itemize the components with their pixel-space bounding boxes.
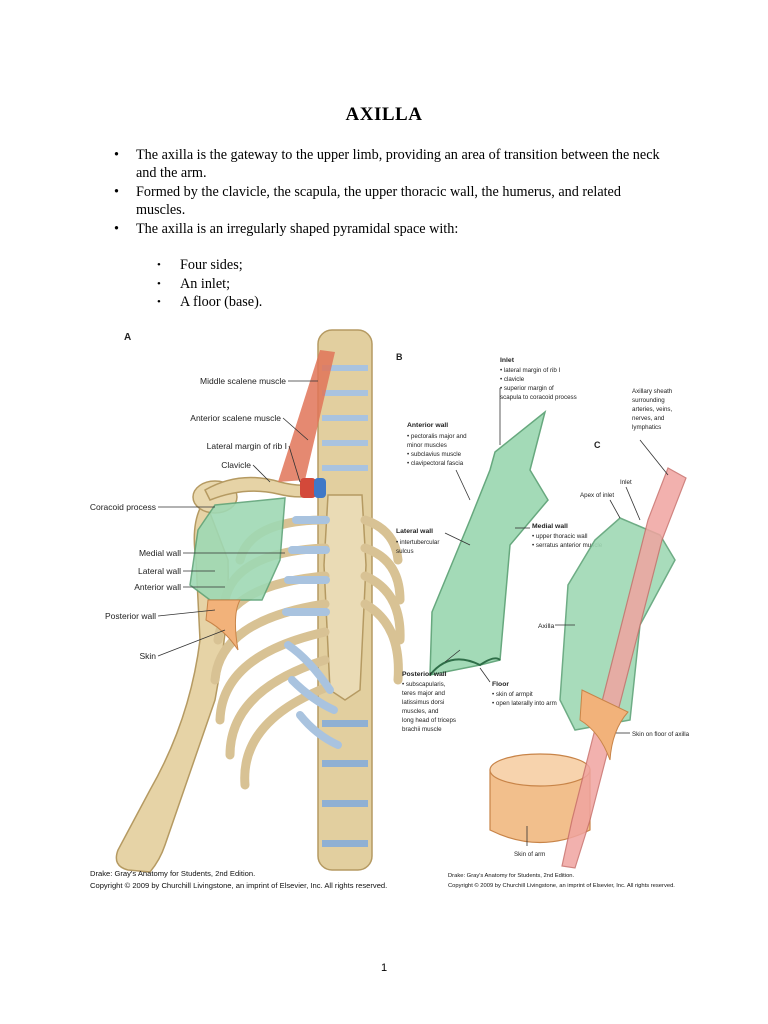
panel-c-illustration: C Axillary sheath surrounding arteries, … (448, 388, 690, 889)
medial-wall-item: • serratus anterior muscle (532, 542, 603, 549)
label-lateral-margin-rib: Lateral margin of rib I (207, 441, 287, 451)
floor-item: • open laterally into arm (492, 700, 557, 707)
sheath-label-line: Axillary sheath (632, 388, 673, 395)
label-clavicle: Clavicle (221, 460, 251, 470)
figure-a-caption-line2: Copyright © 2009 by Churchill Livingston… (90, 881, 387, 890)
label-skin: Skin (139, 651, 156, 661)
bullet-item: The axilla is an irregularly shaped pyra… (112, 220, 672, 238)
sheath-label-line: arteries, veins, (632, 406, 673, 413)
label-coracoid-process: Coracoid process (90, 502, 156, 512)
posterior-wall-item: teres major and (402, 690, 446, 697)
inlet-label-c: Inlet (620, 479, 632, 486)
sub-bullet-item: Four sides; (156, 256, 262, 275)
panel-b-illustration: B Inlet • lateral margin of rib I • clav… (396, 352, 603, 733)
axilla-skin (205, 599, 241, 651)
leader-lines-c (526, 439, 669, 846)
leader-lines-a (157, 380, 318, 657)
axillary-sheath (561, 467, 687, 869)
inlet-title: Inlet (500, 357, 515, 364)
page-number: 1 (380, 962, 388, 974)
apex-of-inlet-label: Apex of inlet (580, 492, 614, 499)
skin-floor-label: Skin on floor of axilla (632, 731, 690, 738)
floor-title: Floor (492, 681, 509, 688)
panel-c-label: C (594, 440, 601, 450)
figure-c-caption-line1: Drake: Gray's Anatomy for Students, 2nd … (448, 873, 575, 879)
intervertebral-discs (322, 365, 368, 847)
sub-bullet-item: A floor (base). (156, 293, 262, 312)
sub-bullet-item: An inlet; (156, 275, 262, 294)
posterior-wall-item: muscles, and (402, 708, 439, 715)
sheath-label-line: lymphatics (632, 424, 661, 431)
floor-item: • skin of armpit (492, 691, 533, 698)
figure-a-caption-line1: Drake: Gray's Anatomy for Students, 2nd … (90, 869, 255, 878)
lateral-wall-title: Lateral wall (396, 528, 433, 535)
sheath-label-line: surrounding (632, 397, 665, 404)
panel-b-label: B (396, 352, 403, 362)
posterior-wall-item: latissimus dorsi (402, 699, 444, 706)
anterior-wall-item: • clavipectoral fascia (407, 460, 464, 467)
posterior-wall-item: long head of triceps (402, 717, 456, 724)
sheath-label-line: nerves, and (632, 415, 665, 422)
axilla-floor-skin-c (579, 689, 629, 761)
panel-a-label: A (124, 332, 131, 343)
inlet-item: • clavicle (500, 376, 525, 383)
leader-lines-b (444, 388, 530, 683)
skin-of-arm-label: Skin of arm (514, 851, 545, 858)
sternum (323, 494, 367, 701)
label-middle-scalene: Middle scalene muscle (200, 376, 286, 386)
inlet-item: • lateral margin of rib I (500, 367, 561, 374)
bullet-list: The axilla is the gateway to the upper l… (112, 146, 672, 239)
figure-c-caption-line2: Copyright © 2009 by Churchill Livingston… (448, 882, 675, 889)
inlet-item: • superior margin of (500, 385, 554, 392)
medial-wall-item: • upper thoracic wall (532, 533, 587, 540)
label-medial-wall: Medial wall (139, 548, 181, 558)
anterior-wall-title: Anterior wall (407, 422, 448, 429)
subclavian-vein (314, 478, 326, 498)
panel-a-illustration: A Middle scalene muscle Anterior scalene… (90, 329, 405, 890)
lateral-wall-item: • intertubercular (396, 539, 439, 546)
posterior-wall-item: brachii muscle (402, 726, 442, 733)
anterior-wall-item: minor muscles (407, 442, 447, 449)
subclavian-artery (300, 478, 316, 498)
anterior-wall-item: • pectoralis major and (407, 433, 467, 440)
bullet-item: The axilla is the gateway to the upper l… (112, 146, 672, 182)
posterior-wall-item: • subscapularis, (402, 681, 446, 688)
label-lateral-wall: Lateral wall (138, 566, 181, 576)
axilla-label: Axilla (538, 623, 554, 630)
sub-bullet-list: Four sides; An inlet; A floor (base). (156, 256, 262, 312)
inlet-item: scapula to coracoid process (500, 394, 577, 401)
page-title: AXILLA (345, 104, 423, 125)
skin-of-arm-cylinder (489, 769, 591, 843)
label-posterior-wall: Posterior wall (105, 611, 156, 621)
scalene-muscles (278, 350, 335, 482)
costal-cartilages (282, 516, 342, 749)
label-anterior-wall: Anterior wall (134, 582, 181, 592)
bullet-item: Formed by the clavicle, the scapula, the… (112, 183, 672, 219)
axilla-floor-b (429, 657, 501, 676)
medial-wall-title: Medial wall (532, 523, 568, 530)
label-anterior-scalene: Anterior scalene muscle (190, 413, 281, 423)
anterior-wall-item: • subclavius muscle (407, 451, 462, 458)
lateral-wall-item: sulcus (396, 548, 414, 555)
posterior-wall-title: Posterior wall (402, 671, 447, 678)
skin-of-arm-rim (489, 753, 591, 787)
axilla-pyramid-b (429, 410, 549, 676)
